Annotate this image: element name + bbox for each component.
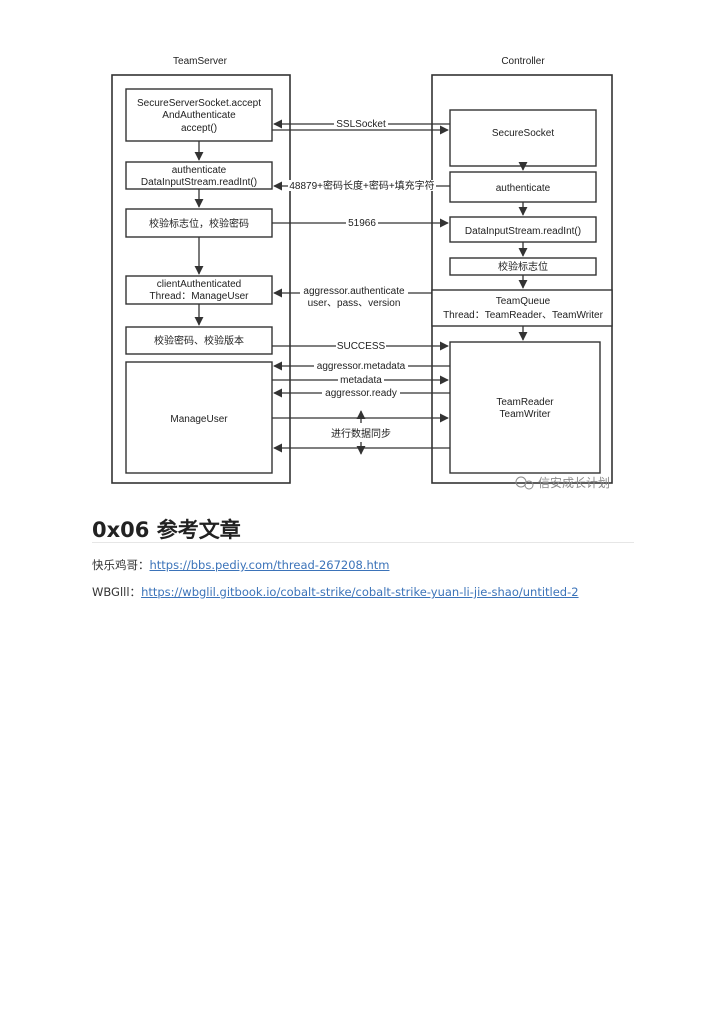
msg-aggressor-authenticate: aggressor.authenticate user、pass、version xyxy=(273,285,432,309)
right-box-authenticate: authenticate xyxy=(449,171,597,203)
right-box-check-flag: 校验标志位 xyxy=(449,257,597,276)
section-title: 0x06 参考文章 xyxy=(92,518,241,542)
msg-metadata: metadata xyxy=(272,374,449,386)
reference-2-link[interactable]: https://wbglil.gitbook.io/cobalt-strike/… xyxy=(141,585,579,599)
svg-text:metadata: metadata xyxy=(340,375,382,386)
reference-2-label: WBGlll： xyxy=(92,585,142,599)
svg-text:48879+密码长度+密码+填充字符: 48879+密码长度+密码+填充字符 xyxy=(289,179,434,192)
reference-2: WBGlll：https://wbglil.gitbook.io/cobalt-… xyxy=(92,584,579,600)
svg-text:TeamQueue: TeamQueue xyxy=(496,296,551,307)
svg-text:校验密码、校验版本: 校验密码、校验版本 xyxy=(154,334,244,347)
svg-text:校验标志位，校验密码: 校验标志位，校验密码 xyxy=(149,217,249,230)
svg-text:user、pass、version: user、pass、version xyxy=(308,298,401,309)
watermark: 信安成长计划 xyxy=(515,475,610,490)
svg-text:clientAuthenticated: clientAuthenticated xyxy=(157,279,242,290)
left-box-accept: SecureServerSocket.accept AndAuthenticat… xyxy=(125,88,273,142)
svg-text:TeamWriter: TeamWriter xyxy=(500,409,552,420)
svg-text:aggressor.metadata: aggressor.metadata xyxy=(317,361,406,372)
svg-text:SUCCESS: SUCCESS xyxy=(337,341,386,352)
svg-text:Thread：TeamReader、TeamWriter: Thread：TeamReader、TeamWriter xyxy=(443,310,604,321)
msg-aggressor-metadata: aggressor.metadata xyxy=(273,360,450,372)
svg-text:authenticate: authenticate xyxy=(172,165,227,176)
teamserver-controller-diagram: TeamServer Controller SecureServerSocket… xyxy=(111,56,613,490)
svg-text:ManageUser: ManageUser xyxy=(170,414,228,425)
reference-1: 快乐鸡哥：https://bbs.pediy.com/thread-267208… xyxy=(92,557,390,573)
svg-text:进行数据同步: 进行数据同步 xyxy=(331,427,391,440)
section-divider xyxy=(92,542,634,543)
left-box-client-authenticated: clientAuthenticated Thread：ManageUser xyxy=(125,275,273,305)
svg-text:aggressor.ready: aggressor.ready xyxy=(325,388,397,399)
right-box-teamreader-writer: TeamReader TeamWriter xyxy=(449,341,601,474)
svg-text:51966: 51966 xyxy=(348,218,376,229)
msg-magic-password: 48879+密码长度+密码+填充字符 xyxy=(273,179,450,192)
left-box-check-flag-password: 校验标志位，校验密码 xyxy=(125,208,273,238)
svg-text:accept(): accept() xyxy=(181,123,217,134)
msg-success: SUCCESS xyxy=(272,340,449,352)
controller-header: Controller xyxy=(501,56,545,67)
svg-text:TeamReader: TeamReader xyxy=(496,397,554,408)
svg-text:校验标志位: 校验标志位 xyxy=(498,260,548,273)
teamserver-frame xyxy=(111,74,291,484)
right-box-readint: DataInputStream.readInt() xyxy=(449,216,597,243)
svg-text:Thread：ManageUser: Thread：ManageUser xyxy=(150,291,250,302)
msg-data-sync: 进行数据同步 xyxy=(272,410,450,455)
controller-frame xyxy=(431,74,613,484)
svg-text:信安成长计划: 信安成长计划 xyxy=(538,475,610,490)
left-box-authenticate: authenticate DataInputStream.readInt() xyxy=(125,161,273,190)
svg-text:SecureServerSocket.accept: SecureServerSocket.accept xyxy=(137,98,261,109)
msg-51966: 51966 xyxy=(272,217,449,229)
reference-1-label: 快乐鸡哥： xyxy=(92,558,150,572)
reference-1-link[interactable]: https://bbs.pediy.com/thread-267208.htm xyxy=(149,558,390,572)
msg-sslsocket: SSLSocket xyxy=(272,118,450,135)
wechat-icon xyxy=(515,476,527,488)
right-box-teamqueue: TeamQueue Thread：TeamReader、TeamWriter xyxy=(431,289,613,327)
svg-text:SSLSocket: SSLSocket xyxy=(336,119,386,130)
left-box-check-password-version: 校验密码、校验版本 xyxy=(125,326,273,355)
teamserver-header: TeamServer xyxy=(173,56,228,67)
msg-aggressor-ready: aggressor.ready xyxy=(273,387,450,399)
svg-text:AndAuthenticate: AndAuthenticate xyxy=(162,110,236,121)
left-box-manageuser: ManageUser xyxy=(125,361,273,474)
svg-text:aggressor.authenticate: aggressor.authenticate xyxy=(303,286,405,297)
svg-text:DataInputStream.readInt(): DataInputStream.readInt() xyxy=(141,177,257,188)
right-box-securesocket: SecureSocket xyxy=(449,109,597,167)
svg-text:SecureSocket: SecureSocket xyxy=(492,128,554,139)
svg-text:authenticate: authenticate xyxy=(496,183,551,194)
svg-text:DataInputStream.readInt(): DataInputStream.readInt() xyxy=(465,226,581,237)
